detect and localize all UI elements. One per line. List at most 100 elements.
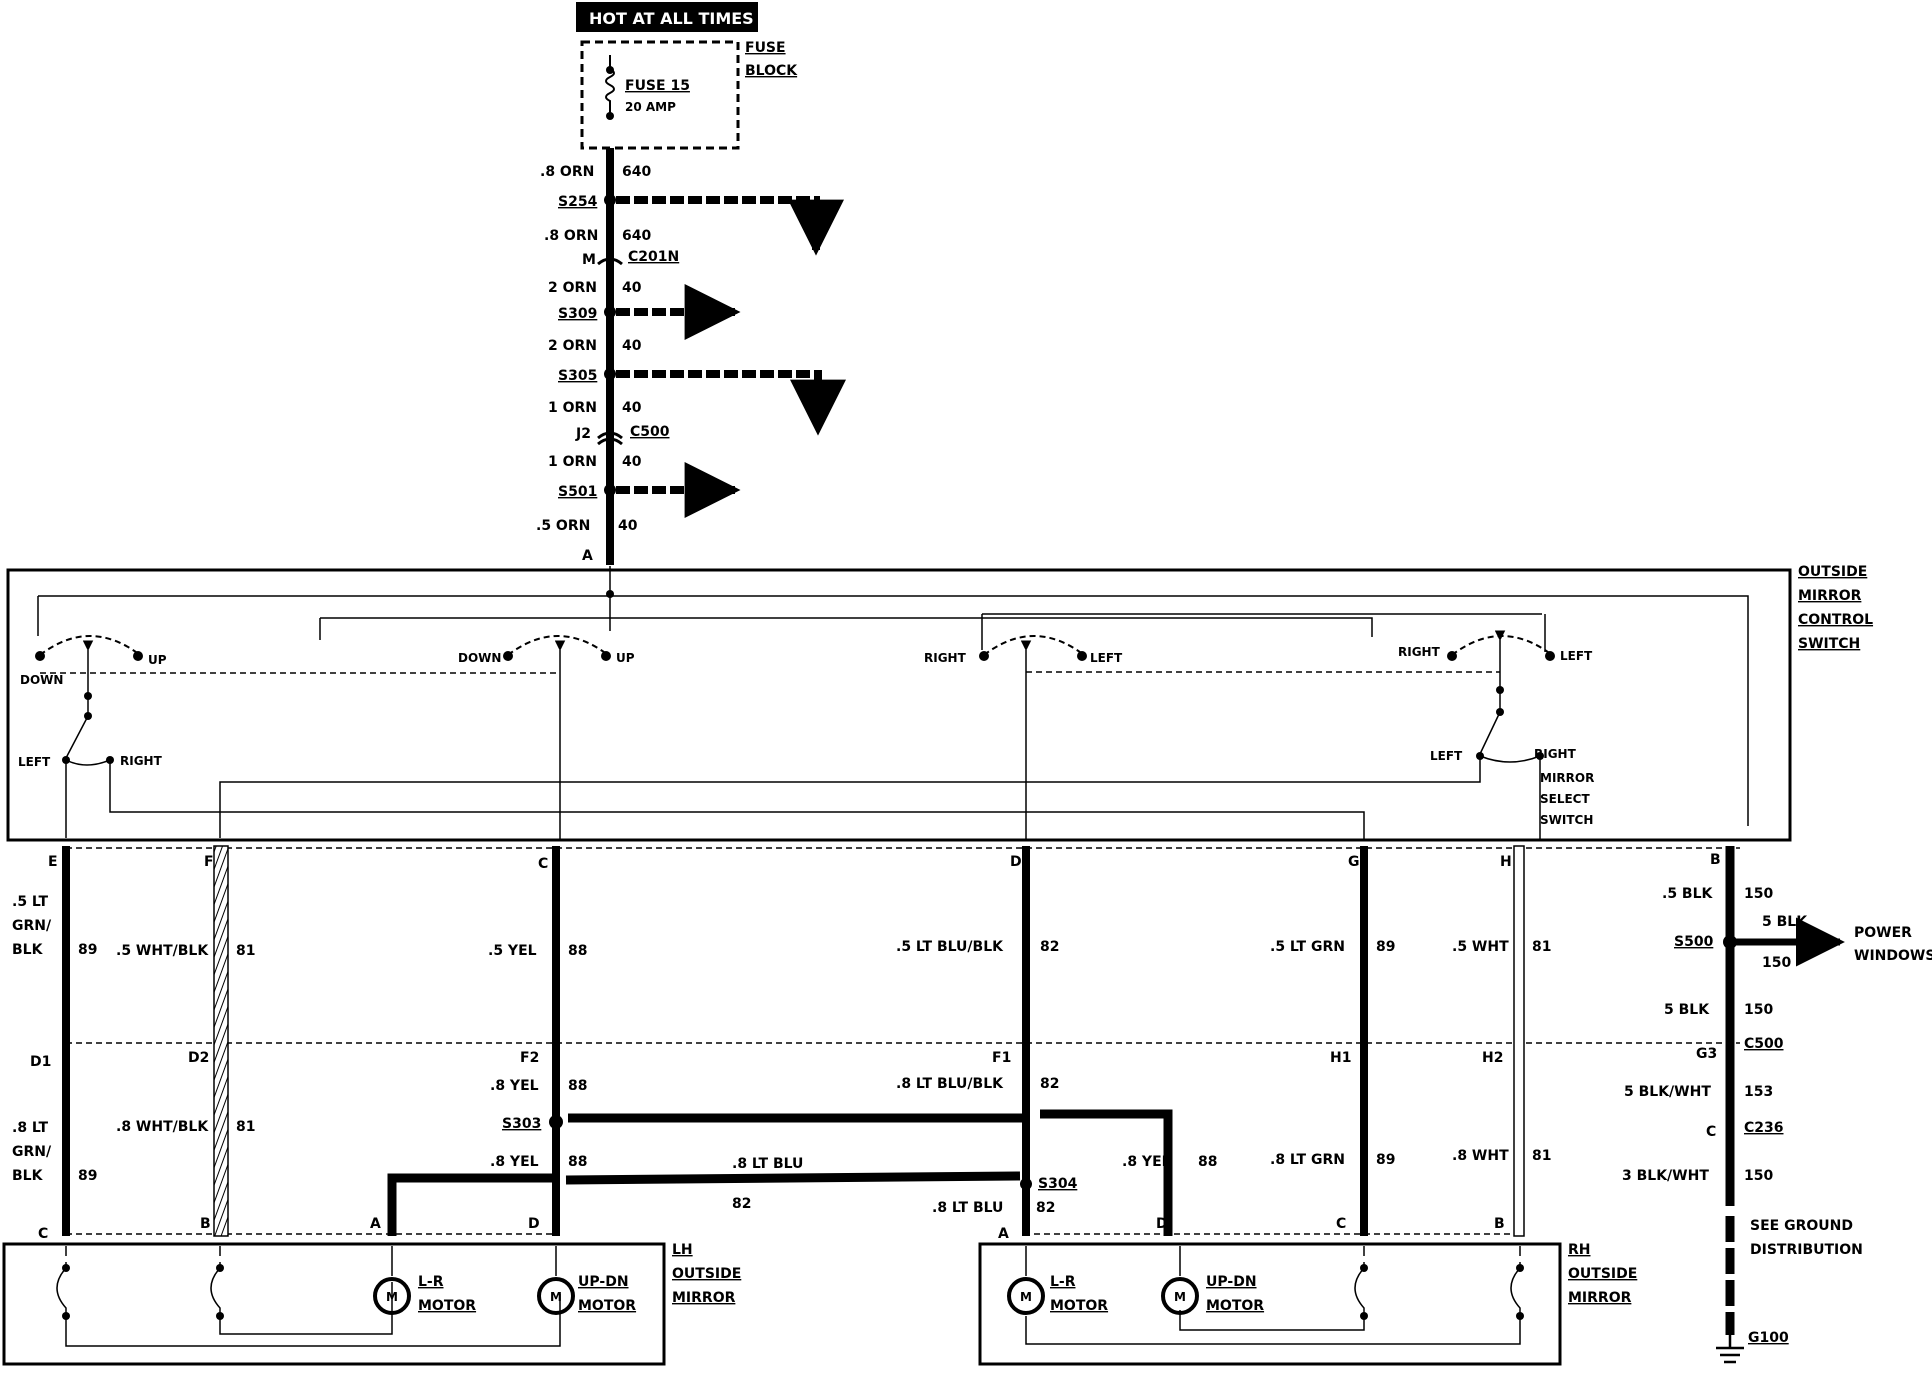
- wire-circuit: 640: [622, 164, 651, 180]
- switch-internal-bus: [37, 566, 1749, 826]
- pin-label: H1: [1330, 1050, 1351, 1066]
- mirror-select-switch-label: SELECT: [1540, 792, 1590, 806]
- pin-label: E: [48, 854, 58, 870]
- wire-column-c: C .5 YEL 88 F2 .8 YEL 88 S303 .8 YEL 88 …: [370, 846, 1024, 1236]
- pin-label: H2: [1482, 1050, 1503, 1066]
- fuse-block-label: FUSE: [745, 40, 786, 56]
- wire-gauge: GRN/: [12, 1144, 52, 1160]
- motor-symbol: M: [386, 1290, 398, 1304]
- splice-label: S309: [558, 306, 597, 322]
- splice-s501: [604, 484, 616, 496]
- splice-label: S501: [558, 484, 597, 500]
- fuse-rating: 20 AMP: [625, 100, 676, 114]
- wire-gauge: .8 LT: [12, 1120, 49, 1136]
- wire-circuit: 40: [622, 338, 642, 354]
- wire-circuit: 82: [1040, 939, 1059, 955]
- wire-column-e: E .5 LT GRN/ BLK 89 D1 .8 LT GRN/ BLK 89…: [12, 846, 97, 1242]
- pin-label: F1: [992, 1050, 1011, 1066]
- wire-circuit: 40: [622, 454, 642, 470]
- wire-gauge: .8 YEL: [1122, 1154, 1171, 1170]
- motor-symbol: M: [1020, 1290, 1032, 1304]
- wire-gauge: 1 ORN: [548, 400, 597, 416]
- motor-icon: [1161, 1277, 1199, 1315]
- rh-outside-mirror: RH OUTSIDE MIRROR M L-R MOTOR M UP-DN MO…: [978, 1242, 1637, 1366]
- right-label: RIGHT: [1534, 747, 1577, 761]
- wire-column-g: G .5 LT GRN 89 H1 .8 LT GRN 89 C: [1270, 846, 1395, 1236]
- wire-gauge: .5 YEL: [488, 943, 537, 959]
- wire-column-rh-d: .8 YEL 88 D: [1122, 1154, 1217, 1232]
- wire-gauge: 2 ORN: [548, 338, 597, 354]
- wire-circuit: 40: [622, 400, 642, 416]
- splice-label: S305: [558, 368, 597, 384]
- rh-leftright-switch: RIGHT LEFT: [924, 635, 1500, 840]
- connector-pin: A: [582, 548, 593, 564]
- wire-circuit: 150: [1744, 1168, 1773, 1184]
- wire-circuit: 89: [78, 1168, 97, 1184]
- connector-label: C236: [1744, 1120, 1784, 1136]
- pin-label: G: [1348, 854, 1360, 870]
- wire-gauge: .5 ORN: [536, 518, 590, 534]
- rh-leftright-switch-2: RIGHT LEFT LEFT RIGHT MIRROR SELECT SWIT…: [1398, 630, 1594, 827]
- fuse-icon: [605, 55, 615, 115]
- wire-gauge: BLK: [12, 942, 44, 958]
- wire-circuit: 89: [78, 942, 97, 958]
- wire-gauge: .5 LT BLU/BLK: [896, 939, 1004, 955]
- wire-gauge: 5 BLK/WHT: [1624, 1084, 1711, 1100]
- wire-circuit: 81: [1532, 1148, 1551, 1164]
- motor-label: L-R: [418, 1274, 444, 1290]
- mirror-title: RH: [1568, 1242, 1591, 1258]
- left-label: LEFT: [1560, 649, 1593, 663]
- connector-label: C201N: [628, 249, 679, 265]
- wire-circuit: 81: [236, 943, 255, 959]
- hot-at-all-times-label-bg: [576, 2, 758, 32]
- mirror-title: MIRROR: [672, 1290, 736, 1306]
- wire-circuit: 81: [236, 1119, 255, 1135]
- pin-label: B: [1710, 852, 1721, 868]
- splice-label: S254: [558, 194, 598, 210]
- motor-icon: [537, 1277, 575, 1315]
- down-label: DOWN: [458, 651, 501, 665]
- pin-label: D: [528, 1216, 540, 1232]
- lh-updown-switch: DOWN UP LEFT RIGHT: [18, 635, 560, 769]
- connector-pin: M: [582, 252, 596, 268]
- pin-label: B: [200, 1216, 211, 1232]
- wire-gauge: 1 ORN: [548, 454, 597, 470]
- wire-column-d: D .5 LT BLU/BLK 82 F1 .8 LT BLU/BLK 82 .…: [565, 846, 1173, 1242]
- wire-circuit: 82: [732, 1196, 751, 1212]
- wire-circuit: 88: [568, 1154, 587, 1170]
- wire-circuit: 640: [622, 228, 651, 244]
- pin-label: A: [998, 1226, 1009, 1242]
- left-label: LEFT: [18, 755, 51, 769]
- wire-gauge: .8 LT GRN: [1270, 1152, 1345, 1168]
- wire-gauge: .5 WHT/BLK: [116, 943, 209, 959]
- wire-circuit: 150: [1744, 1002, 1773, 1018]
- left-label: LEFT: [1430, 749, 1463, 763]
- wire-gauge: 5 BLK: [1762, 914, 1808, 930]
- fuse-name: FUSE 15: [625, 78, 690, 94]
- switch-output-traces: [65, 756, 1541, 840]
- splice-label: S303: [502, 1116, 541, 1132]
- wire-gauge: .5 WHT: [1452, 939, 1509, 955]
- connector-c500: [597, 431, 623, 446]
- connector-c201n: [597, 257, 623, 266]
- wire-circuit: 150: [1762, 955, 1791, 971]
- up-label: UP: [148, 653, 167, 667]
- splice-s303: [549, 1115, 563, 1129]
- pin-label: F2: [520, 1050, 539, 1066]
- wire-circuit: 40: [622, 280, 642, 296]
- connector-label: C500: [1744, 1036, 1784, 1052]
- mirror-select-switch-label: MIRROR: [1540, 771, 1594, 785]
- motor-label: MOTOR: [1050, 1298, 1108, 1314]
- motor-label: L-R: [1050, 1274, 1076, 1290]
- motor-label: MOTOR: [418, 1298, 476, 1314]
- hot-at-all-times-label: HOT AT ALL TIMES: [589, 9, 754, 28]
- lh-updown-switch-2: DOWN UP: [458, 635, 635, 840]
- motor-label: UP-DN: [578, 1274, 629, 1290]
- splice-s304: [1020, 1178, 1032, 1190]
- mirror-title: OUTSIDE: [1568, 1266, 1637, 1282]
- pin-label: A: [370, 1216, 381, 1232]
- wire-circuit: 88: [1198, 1154, 1217, 1170]
- wire-gauge: .8 YEL: [490, 1154, 539, 1170]
- feed-wire: .8 ORN 640 S254 .8 ORN 640 M C201N 2 ORN…: [536, 148, 846, 565]
